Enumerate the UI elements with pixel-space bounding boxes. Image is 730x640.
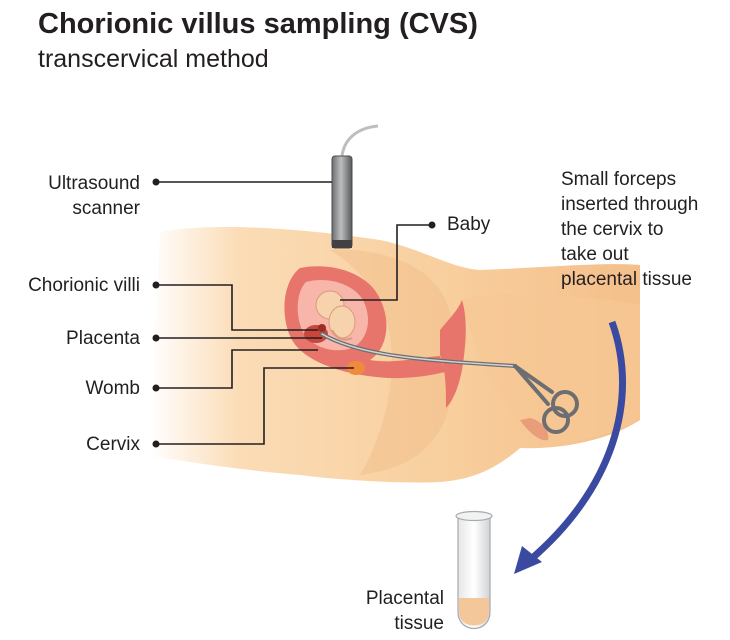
forceps-line1: Small forceps — [561, 169, 677, 190]
label-placental-tissue: Placental tissue — [340, 586, 444, 636]
forceps-line4: take out — [561, 244, 629, 265]
forceps — [320, 332, 579, 434]
forceps-line3: the cervix to — [561, 219, 664, 240]
leader-baby — [340, 224, 432, 301]
label-ultrasound-scanner: Ultrasound scanner — [20, 171, 140, 221]
label-ultrasound-line1: Ultrasound — [48, 173, 140, 194]
scanner-cable — [340, 124, 379, 157]
curved-arrow — [527, 320, 626, 563]
leader-chorionic-villi — [156, 284, 318, 331]
tissue-line2: tissue — [394, 613, 444, 634]
leader-cervix — [156, 367, 354, 445]
label-chorionic-villi: Chorionic villi — [28, 275, 140, 296]
thigh — [460, 294, 640, 443]
tissue-line1: Placental — [365, 588, 444, 609]
forceps-line2: inserted through — [561, 194, 699, 215]
birth-canal — [440, 300, 466, 408]
chorionic-villi — [318, 324, 326, 332]
buttock-curve — [520, 418, 549, 441]
leader-womb — [156, 349, 318, 389]
diagram-title: Chorionic villus sampling (CVS) — [38, 8, 478, 40]
fetus — [315, 290, 356, 341]
cervix — [347, 361, 365, 375]
arrow-head — [514, 546, 542, 574]
placental-tissue-sample — [459, 598, 489, 626]
label-forceps-description: Small forceps inserted through the cervi… — [561, 167, 698, 292]
forceps-line5: placental tissue — [561, 269, 692, 290]
test-tube — [455, 510, 493, 629]
diagram-subtitle: transcervical method — [38, 45, 269, 73]
label-ultrasound-line2: scanner — [72, 198, 140, 219]
label-womb: Womb — [85, 378, 140, 399]
label-baby: Baby — [447, 214, 491, 235]
leader-lines — [156, 181, 432, 445]
label-cervix: Cervix — [86, 434, 140, 455]
leader-dots — [152, 178, 436, 448]
ultrasound-scanner — [331, 155, 353, 249]
label-placenta: Placenta — [66, 328, 140, 349]
